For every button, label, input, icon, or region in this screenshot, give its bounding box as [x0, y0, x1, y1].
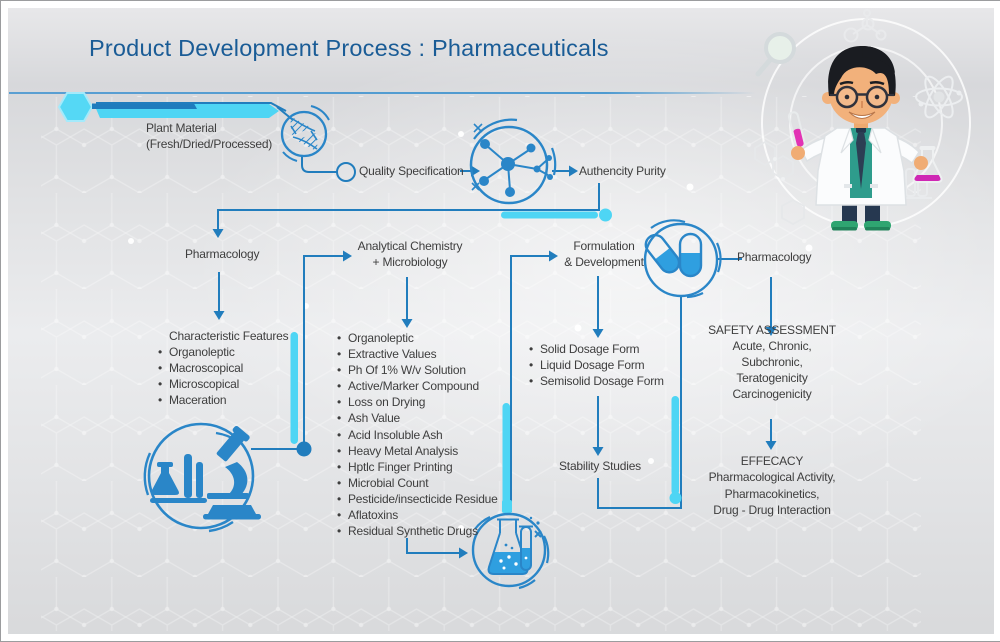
- dosage-forms-list: Solid Dosage Form Liquid Dosage Form Sem…: [529, 341, 664, 389]
- safety-assessment-block: SAFETY ASSESSMENT Acute, Chronic, Subchr…: [701, 322, 843, 402]
- hexagon-doodle-icon: [754, 140, 805, 226]
- node-analytical-chemistry: Analytical Chemistry + Microbiology: [351, 239, 469, 270]
- node-pharmacology-left: Pharmacology: [185, 247, 260, 261]
- list-item: Microbial Count: [337, 475, 498, 491]
- junction-dot: [296, 441, 312, 457]
- plant-material-line1: Plant Material: [146, 121, 217, 135]
- safety-line: Subchronic,: [741, 355, 803, 369]
- page-title: Product Development Process : Pharmaceut…: [89, 35, 609, 61]
- effecacy-heading: EFFECACY: [740, 454, 804, 468]
- list-item: Solid Dosage Form: [529, 341, 664, 357]
- list-item: Ph Of 1% W/v Solution: [337, 362, 498, 378]
- analytical-line1: Analytical Chemistry: [357, 239, 463, 253]
- list-item: Heavy Metal Analysis: [337, 443, 498, 459]
- effecacy-line: Pharmacological Activity,: [708, 470, 836, 485]
- list-item: Liquid Dosage Form: [529, 357, 664, 373]
- list-item: Extractive Values: [337, 346, 498, 362]
- scientist-character: [787, 46, 943, 231]
- safety-line: Carcinogenicity: [732, 387, 812, 401]
- list-item: Loss on Drying: [337, 394, 498, 410]
- plant-material-line2: (Fresh/Dried/Processed): [146, 136, 273, 151]
- analysis-parameters-list: Organoleptic Extractive Values Ph Of 1% …: [337, 330, 498, 539]
- formulation-line1: Formulation: [573, 239, 635, 253]
- node-quality-specification: Quality Specification: [359, 164, 464, 178]
- list-item: Semisolid Dosage Form: [529, 373, 664, 389]
- list-item: Microscopical: [158, 376, 288, 392]
- analytical-line2: + Microbiology: [372, 254, 448, 269]
- list-item: Acid Insoluble Ash: [337, 427, 498, 443]
- characteristic-features-heading: Characteristic Features: [169, 329, 289, 343]
- atom-icon: [915, 75, 963, 119]
- effecacy-block: EFFECACY Pharmacological Activity, Pharm…: [695, 453, 849, 518]
- effecacy-line: Drug - Drug Interaction: [713, 502, 831, 517]
- list-item: Hptlc Finger Printing: [337, 459, 498, 475]
- node-stability-studies: Stability Studies: [559, 459, 641, 473]
- list-item: Residual Synthetic Drugs: [337, 523, 498, 539]
- node-pharmacology-right: Pharmacology: [737, 250, 812, 264]
- list-item: Macroscopical: [158, 360, 288, 376]
- molecule-doodle-icon: [843, 9, 887, 43]
- list-item: Active/Marker Compound: [337, 378, 498, 394]
- list-item: Maceration: [158, 392, 288, 408]
- list-item: Organoleptic: [158, 344, 288, 360]
- safety-line: Teratogenicity: [736, 371, 808, 385]
- safety-line: Acute, Chronic,: [732, 339, 812, 353]
- formulation-line2: & Development: [564, 254, 644, 269]
- magnifier-icon: [755, 32, 796, 77]
- node-authencity-purity: Authencity Purity: [579, 164, 666, 178]
- characteristic-features-block: Characteristic Features Organoleptic Mac…: [158, 328, 289, 408]
- safety-assessment-heading: SAFETY ASSESSMENT: [708, 323, 836, 337]
- list-item: Ash Value: [337, 410, 498, 426]
- effecacy-line: Pharmacokinetics,: [724, 486, 820, 501]
- list-item: Aflatoxins: [337, 507, 498, 523]
- title-divider: [9, 92, 755, 94]
- banner-hexagon: [57, 92, 94, 122]
- list-item: Pesticide/insecticide Residue: [337, 491, 498, 507]
- characteristic-features-list: Organoleptic Macroscopical Microscopical…: [158, 344, 288, 408]
- node-formulation-development: Formulation & Development: [560, 239, 648, 270]
- banner-bar-blue: [92, 103, 197, 109]
- node-plant-material: Plant Material (Fresh/Dried/Processed): [146, 121, 272, 152]
- list-item: Organoleptic: [337, 330, 498, 346]
